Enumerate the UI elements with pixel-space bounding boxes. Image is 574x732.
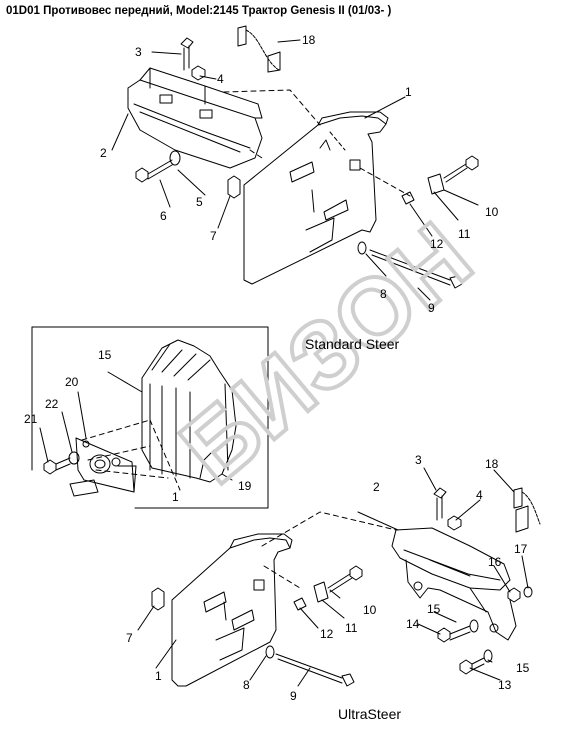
mount-part-20 <box>69 437 137 497</box>
callout-18-top: 18 <box>302 33 316 47</box>
callout-18-bottom: 18 <box>485 457 499 471</box>
washer-part-22 <box>68 451 80 465</box>
callout-11-top: 11 <box>458 227 471 241</box>
callout-20-inset: 20 <box>65 375 79 389</box>
callout-5-top: 5 <box>196 195 203 209</box>
callout-21-inset: 21 <box>24 412 38 426</box>
spacer-part-12-bottom <box>293 597 307 611</box>
callout-3-bottom: 3 <box>415 453 422 467</box>
callout-8-bottom: 8 <box>243 678 250 692</box>
callout-16-bottom: 16 <box>488 555 502 569</box>
washer-part-8-bottom <box>265 645 275 659</box>
washer-part-8-top <box>357 241 367 255</box>
callout-22-inset: 22 <box>45 397 59 411</box>
assembly-line-top-b <box>249 149 263 159</box>
clip-part-7-bottom <box>151 587 165 611</box>
bolt-part-10-top <box>443 155 479 183</box>
weight-plate-part-1-bottom <box>171 533 293 687</box>
callout-1-bottom: 1 <box>155 669 162 683</box>
callout-6-top: 6 <box>160 209 167 223</box>
washer-part-15b <box>483 649 493 663</box>
bolt-part-6-top <box>135 159 173 183</box>
callout-14-bottom: 14 <box>406 617 420 631</box>
weight-stack-part-15 <box>141 339 237 483</box>
spacer-part-12-top <box>401 191 415 205</box>
callout-15-bottom-b: 15 <box>516 661 530 675</box>
callout-19-inset: 19 <box>238 479 252 493</box>
callout-12-bottom: 12 <box>320 627 334 641</box>
bolt-part-21 <box>43 457 71 475</box>
nut-part-11-bottom <box>313 581 329 603</box>
callout-3-top: 3 <box>135 45 142 59</box>
callout-8-top: 8 <box>380 287 387 301</box>
callout-12-top: 12 <box>430 237 444 251</box>
callout-9-top: 9 <box>428 301 435 315</box>
long-bolt-part-9-bottom <box>275 653 355 687</box>
long-bolt-part-9-top <box>369 249 463 289</box>
callout-2-bottom: 2 <box>373 480 380 494</box>
bolt-part-13 <box>459 657 485 675</box>
nut-part-11-top <box>427 173 445 195</box>
callout-1-top: 1 <box>405 85 412 99</box>
bolt-part-10-bottom <box>327 565 363 593</box>
assembly-line-top-a <box>223 89 321 126</box>
chain-part-18-bottom <box>513 487 541 533</box>
caption-ultrasteer: UltraSteer <box>338 706 402 722</box>
callout-13-bottom: 13 <box>498 678 512 692</box>
bolt-part-14 <box>437 625 471 643</box>
chain-part-18-top <box>237 25 281 73</box>
callout-15-inset: 15 <box>98 348 112 362</box>
callout-4-bottom: 4 <box>476 488 483 502</box>
callout-10-top: 10 <box>485 205 499 219</box>
weight-plate-part-1-top <box>243 111 389 285</box>
callout-17-bottom: 17 <box>514 542 528 556</box>
washer-part-5-top <box>169 150 181 166</box>
bolt-part-3-top <box>180 37 194 71</box>
callout-7-top: 7 <box>210 229 217 243</box>
callout-15-bottom-a: 15 <box>427 602 441 616</box>
inset-frame <box>31 326 269 509</box>
caption-standard-steer: Standard Steer <box>305 336 400 352</box>
bracket-part-2-top <box>127 67 263 169</box>
callout-9-bottom: 9 <box>290 689 297 703</box>
washer-part-15a <box>469 619 479 633</box>
callout-10-bottom: 10 <box>363 603 377 617</box>
bracket-part-2-bottom <box>391 527 517 641</box>
callout-11-bottom: 11 <box>345 621 358 635</box>
clip-part-7-top <box>227 175 241 199</box>
page-title: 01D01 Противовес передний, Model:2145 Тр… <box>6 5 392 17</box>
callout-1-inset: 1 <box>172 490 179 504</box>
assembly-line-top-c <box>359 167 411 197</box>
callout-4-top: 4 <box>217 72 224 86</box>
nut-part-4-bottom <box>447 515 462 531</box>
callout-7-bottom: 7 <box>126 631 133 645</box>
nut-part-4-top <box>191 65 206 81</box>
bolt-part-16 <box>507 587 521 603</box>
bolt-part-3-bottom <box>433 487 447 521</box>
callout-2-top: 2 <box>100 146 107 160</box>
